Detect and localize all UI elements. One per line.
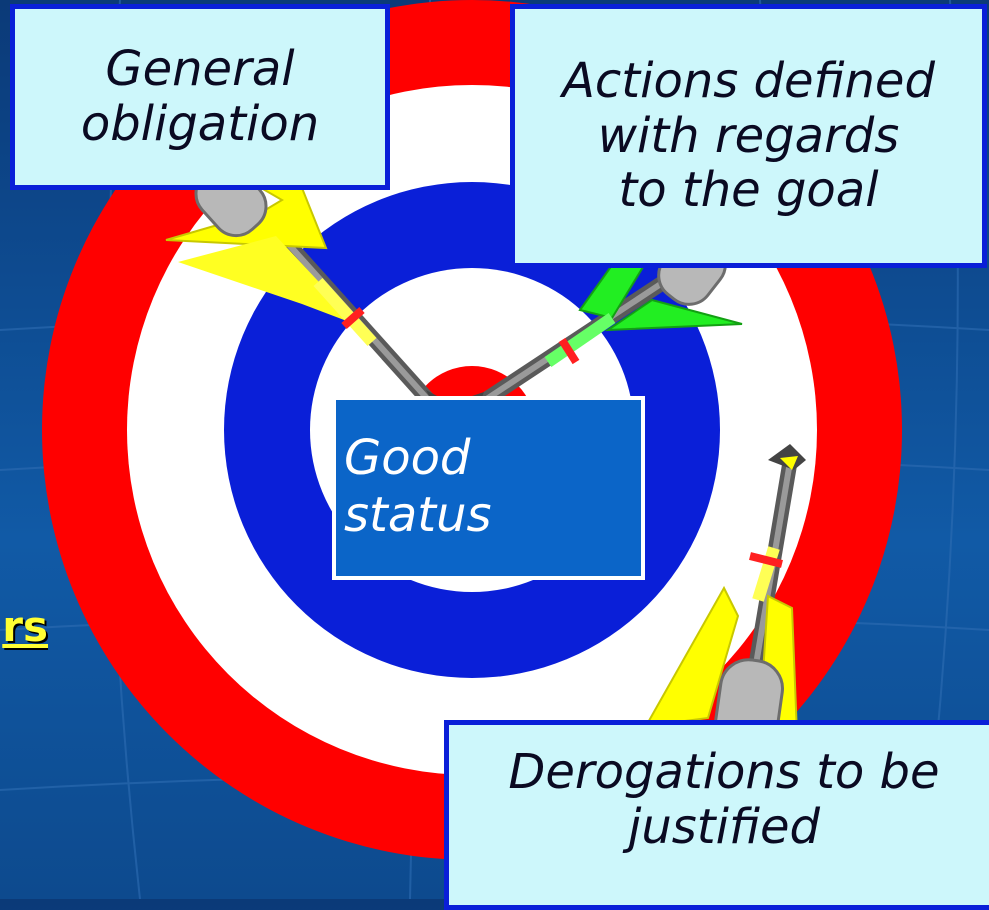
derog-line-1: Derogations to be — [508, 744, 940, 800]
side-label-fragment: rs — [0, 604, 48, 650]
actions-line-3: to the goal — [618, 162, 879, 219]
dart-yellow-icon-2 — [644, 444, 806, 763]
center-box-good-status: Good status — [332, 396, 645, 580]
actions-line-2: with regards — [597, 107, 900, 164]
label-box-actions-defined: Actions defined with regards to the goal — [510, 4, 987, 268]
good-line-1: Good — [344, 430, 471, 486]
label-box-general-obligation: General obligation — [10, 4, 390, 190]
side-label-text: rs — [2, 604, 48, 651]
general-line-2: obligation — [80, 96, 320, 152]
dart-yellow-icon — [165, 116, 452, 428]
derog-line-2: justified — [628, 798, 820, 855]
good-line-2: status — [344, 486, 492, 543]
actions-line-1: Actions defined — [562, 52, 935, 109]
general-line-1: General — [105, 41, 295, 98]
label-box-derogations: Derogations to be justified — [444, 720, 989, 910]
